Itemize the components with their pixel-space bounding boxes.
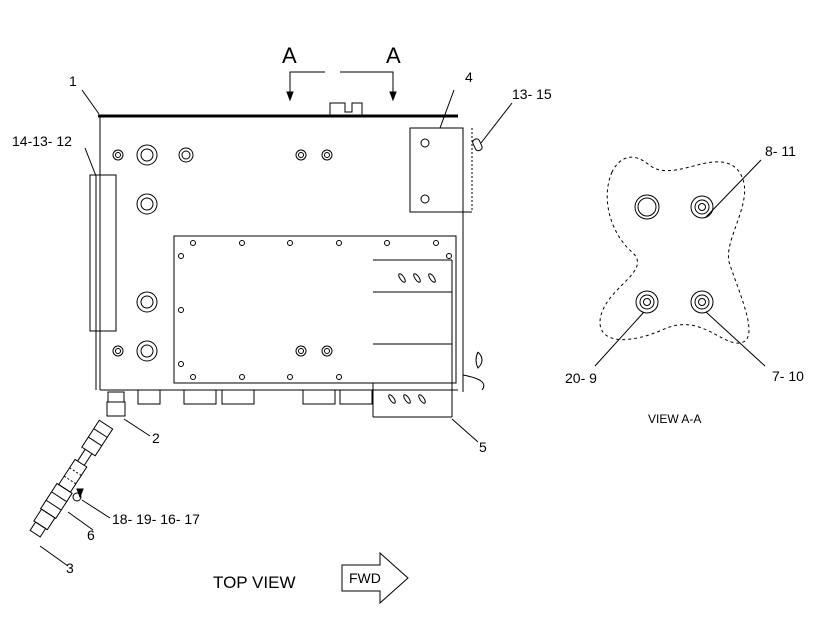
callout-2: 2 — [152, 430, 160, 446]
stud-8-11 — [690, 195, 714, 219]
fwd-arrow — [341, 551, 409, 605]
callout-14-13-12: 14-13- 12 — [12, 133, 72, 149]
bracket-4 — [409, 127, 473, 213]
section-line-a-a: A A — [282, 43, 401, 102]
stud-7-10 — [690, 290, 714, 314]
caption-view-a-a: VIEW A-A — [648, 412, 701, 426]
callout-5: 5 — [479, 439, 487, 455]
stud-20-9 — [635, 290, 659, 314]
callout-3: 3 — [66, 560, 74, 576]
view-a-a — [594, 156, 766, 367]
part-13-15 — [472, 138, 483, 152]
callout-13-15: 13- 15 — [512, 86, 552, 102]
callout-4: 4 — [465, 69, 473, 85]
cable-assembly — [29, 391, 126, 538]
panel-5 — [372, 259, 453, 418]
callout-7-10: 7- 10 — [772, 368, 804, 384]
callout-18-19-16-17: 18- 19- 16- 17 — [112, 511, 200, 527]
leader-lines — [39, 89, 513, 567]
callout-6: 6 — [87, 527, 95, 543]
callout-20-9: 20- 9 — [565, 370, 597, 386]
side-bar — [89, 174, 117, 332]
section-marker-left: A — [282, 43, 297, 68]
caption-top-view: TOP VIEW — [213, 573, 296, 592]
section-marker-right: A — [386, 43, 401, 68]
callout-8-11: 8- 11 — [765, 143, 796, 159]
cover-plate — [173, 235, 457, 384]
callout-1: 1 — [69, 73, 77, 89]
caption-fwd: FWD — [349, 570, 381, 586]
housing-connectors — [112, 144, 333, 362]
